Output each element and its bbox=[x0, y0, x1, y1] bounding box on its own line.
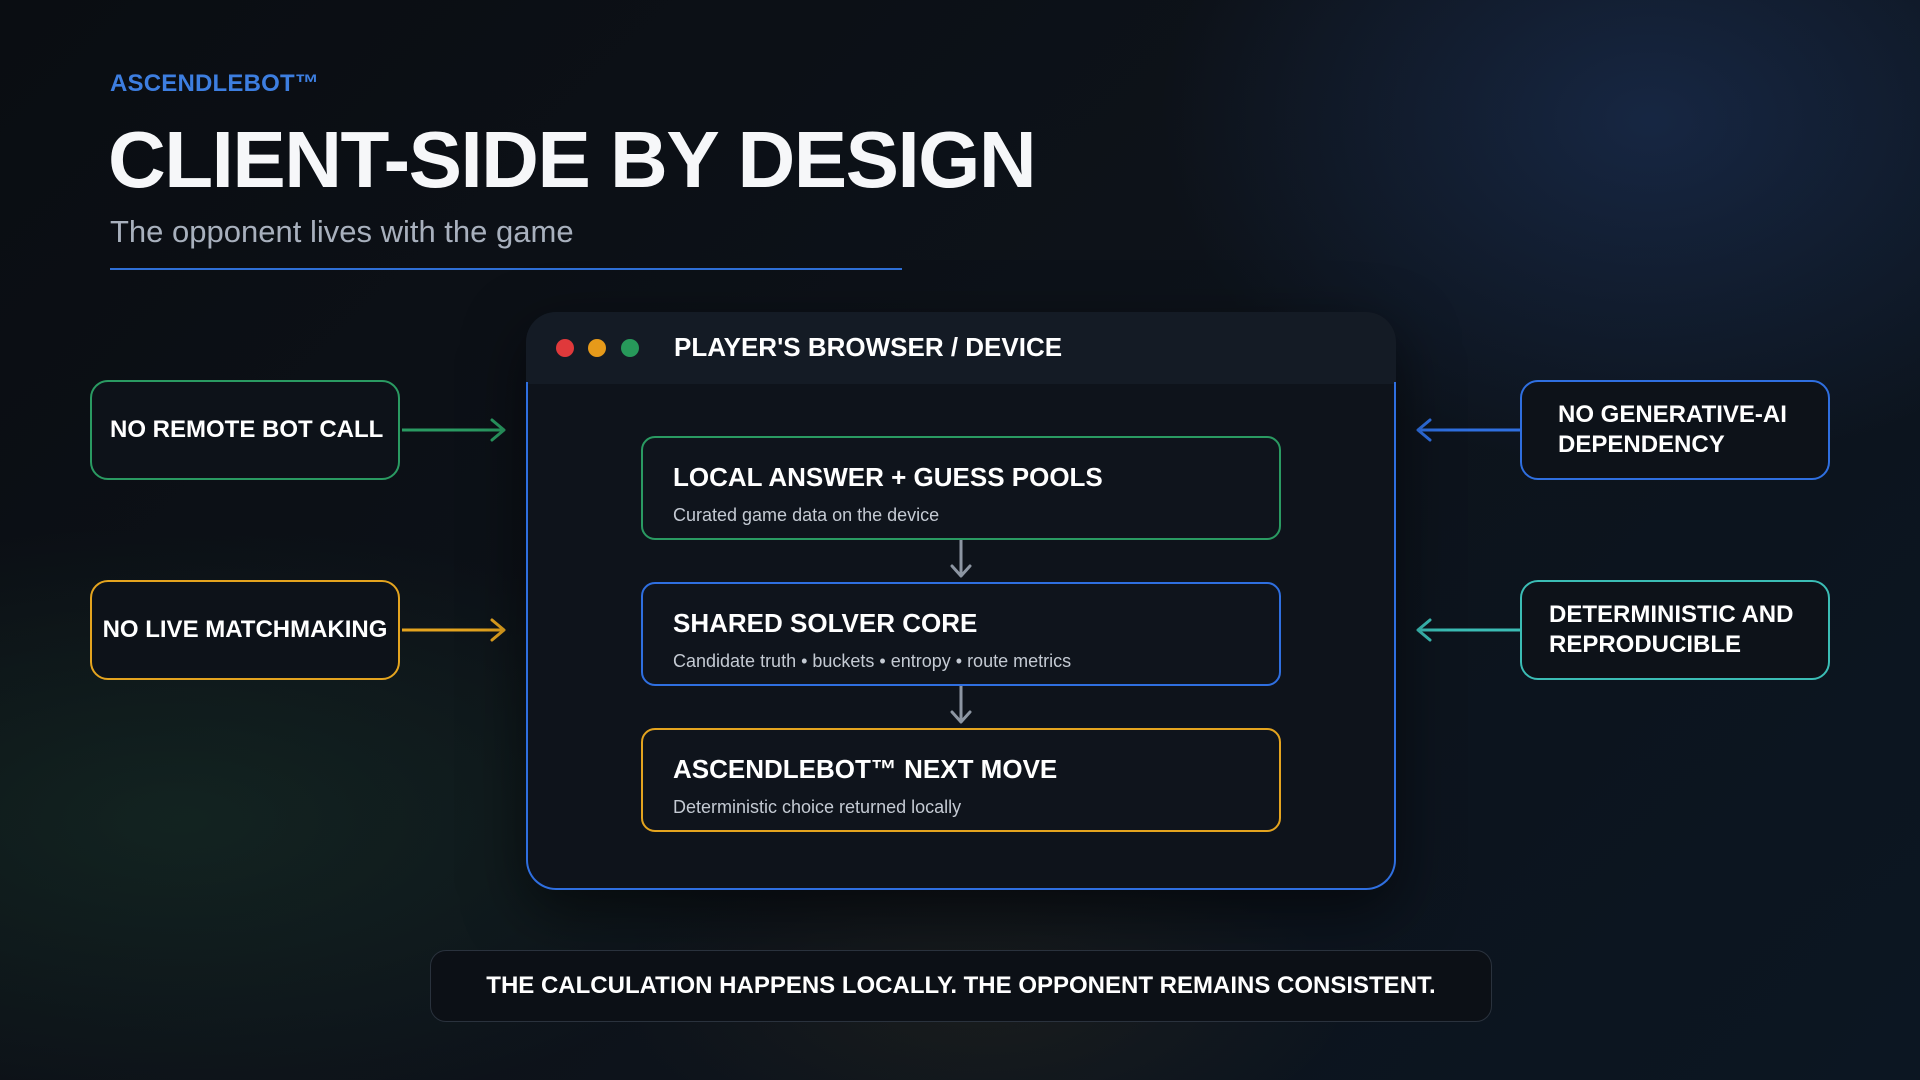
arrow-right-green bbox=[402, 418, 506, 442]
arrow-down-2 bbox=[950, 686, 972, 724]
page-subtitle: The opponent lives with the game bbox=[110, 214, 574, 249]
title-underline bbox=[110, 268, 902, 270]
no-remote-bot-call-box: NO REMOTE BOT CALL bbox=[90, 380, 400, 480]
no-generative-ai-box: NO GENERATIVE-AI DEPENDENCY bbox=[1520, 380, 1830, 480]
step-next-move-desc: Deterministic choice returned locally bbox=[673, 797, 962, 817]
step-local-pools-title: LOCAL ANSWER + GUESS POOLS bbox=[673, 462, 1103, 492]
no-remote-bot-call-label: NO REMOTE BOT CALL bbox=[110, 416, 384, 443]
step-next-move: ASCENDLEBOT™ NEXT MOVE Deterministic cho… bbox=[641, 728, 1281, 832]
deterministic-box: DETERMINISTIC AND REPRODUCIBLE bbox=[1520, 580, 1830, 680]
window-maximize-dot bbox=[621, 339, 639, 357]
deterministic-label: DETERMINISTIC AND REPRODUCIBLE bbox=[1549, 600, 1793, 660]
device-titlebar: PLAYER'S BROWSER / DEVICE bbox=[526, 312, 1396, 384]
device-title: PLAYER'S BROWSER / DEVICE bbox=[674, 332, 1063, 362]
no-generative-ai-label: NO GENERATIVE-AI DEPENDENCY bbox=[1558, 400, 1787, 460]
arrow-left-blue bbox=[1416, 418, 1520, 442]
arrow-right-amber bbox=[402, 618, 506, 642]
arrow-down-1 bbox=[950, 540, 972, 578]
device-window: PLAYER'S BROWSER / DEVICE LOCAL ANSWER +… bbox=[526, 312, 1396, 890]
deterministic-line-2: REPRODUCIBLE bbox=[1549, 631, 1742, 658]
step-local-pools: LOCAL ANSWER + GUESS POOLS Curated game … bbox=[641, 436, 1281, 540]
summary-banner-text: THE CALCULATION HAPPENS LOCALLY. THE OPP… bbox=[486, 972, 1436, 999]
page-title: CLIENT-SIDE BY DESIGN bbox=[108, 115, 1037, 204]
step-solver-core-desc: Candidate truth • buckets • entropy • ro… bbox=[673, 651, 1072, 671]
step-solver-core: SHARED SOLVER CORE Candidate truth • buc… bbox=[641, 582, 1281, 686]
brand-label: ASCENDLEBOT™ bbox=[110, 70, 320, 97]
arrow-left-teal bbox=[1416, 618, 1520, 642]
step-next-move-title: ASCENDLEBOT™ NEXT MOVE bbox=[673, 754, 1058, 784]
window-minimize-dot bbox=[588, 339, 606, 357]
step-local-pools-desc: Curated game data on the device bbox=[673, 505, 940, 525]
no-generative-ai-line-1: NO GENERATIVE-AI bbox=[1558, 401, 1787, 428]
step-solver-core-title: SHARED SOLVER CORE bbox=[673, 608, 978, 638]
summary-banner: THE CALCULATION HAPPENS LOCALLY. THE OPP… bbox=[430, 950, 1492, 1022]
window-close-dot bbox=[556, 339, 574, 357]
no-generative-ai-line-2: DEPENDENCY bbox=[1558, 431, 1725, 458]
no-live-matchmaking-label: NO LIVE MATCHMAKING bbox=[102, 616, 388, 643]
deterministic-line-1: DETERMINISTIC AND bbox=[1549, 601, 1794, 628]
no-live-matchmaking-box: NO LIVE MATCHMAKING bbox=[90, 580, 400, 680]
device-frame bbox=[526, 382, 1396, 890]
